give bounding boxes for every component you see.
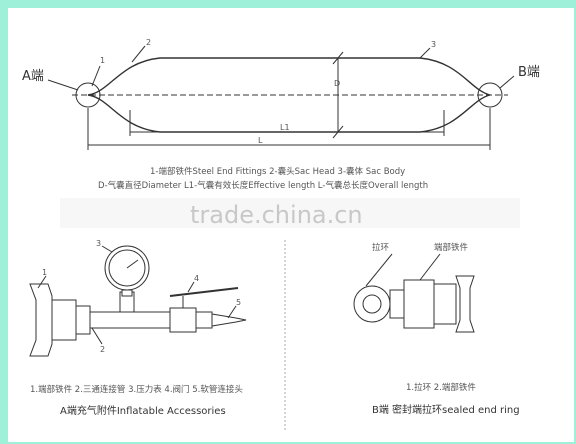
callout-1: 1 [100,56,105,65]
right-label-ring: 拉环 [372,242,390,253]
pull-ring-inner [362,294,382,314]
left-leader-3 [101,245,113,253]
pressure-gauge-dial [108,249,146,287]
valve-handle [169,287,239,297]
leader-b [499,75,515,89]
left-callout-3: 3 [96,239,101,248]
pressure-gauge-needle [126,259,139,269]
a-end-circle [75,82,101,108]
tee-pipe [89,311,171,329]
leader-3 [419,47,431,59]
inflatable-accessories-drawing [29,245,247,357]
dim-l1-label: L1 [280,123,290,132]
b-end-circle [477,82,503,108]
a-end-label: A端 [22,69,44,84]
sealed-end-ring-drawing [353,253,475,333]
end-fitting-flange [29,283,53,357]
left-callout-2: 2 [100,345,105,354]
dim-l-label: L [258,136,263,145]
watermark: trade.china.cn [190,201,363,229]
hose-connector-barb [211,313,247,327]
right-leader-ring [365,253,393,287]
left-parts-list: 1.端部铁件 2.三通连接管 3.压力表 4.阀门 5.软管连接头 [30,384,243,395]
right-leader-fitting [419,253,441,281]
left-leader-2 [91,327,103,345]
end-fitting-body-right [403,279,435,329]
legend-line-2: D-气囊直径Diameter L1-气囊有效长度Effective length… [98,180,428,191]
left-leader-4 [187,281,195,293]
right-label-fitting: 端部铁件 [434,242,469,253]
left-caption: A端充气附件Inflatable Accessories [60,404,226,417]
left-callout-5: 5 [236,298,241,307]
end-fitting-collar-right [433,283,457,325]
callout-3: 3 [431,40,436,49]
leader-2 [131,45,146,63]
left-leader-1 [37,275,47,289]
leader-1 [91,65,101,87]
left-callout-4: 4 [194,274,199,283]
dim-d-label: D [334,79,340,88]
end-fitting-body [51,299,77,341]
reflection-band [60,198,520,228]
hose-connector-nut [195,311,213,329]
pressure-gauge-stem [121,289,133,297]
left-leader-5 [227,305,237,319]
callout-2: 2 [146,38,151,47]
airbag-diagram [47,45,515,150]
right-caption: B端 密封端拉环sealed end ring [372,403,520,416]
valve-body [169,307,197,333]
dim-d-tick-top [332,51,344,65]
end-fitting-collar [75,305,91,335]
legend-line-1: 1-端部铁件Steel End Fittings 2-囊头Sac Head 3-… [150,166,405,177]
right-parts-list: 1.拉环 2.端部铁件 [406,382,476,393]
leader-a [47,79,79,91]
end-fitting-neck [389,289,405,319]
b-end-label: B端 [518,65,540,80]
end-fitting-flange-right [455,275,475,333]
left-callout-1: 1 [42,268,47,277]
